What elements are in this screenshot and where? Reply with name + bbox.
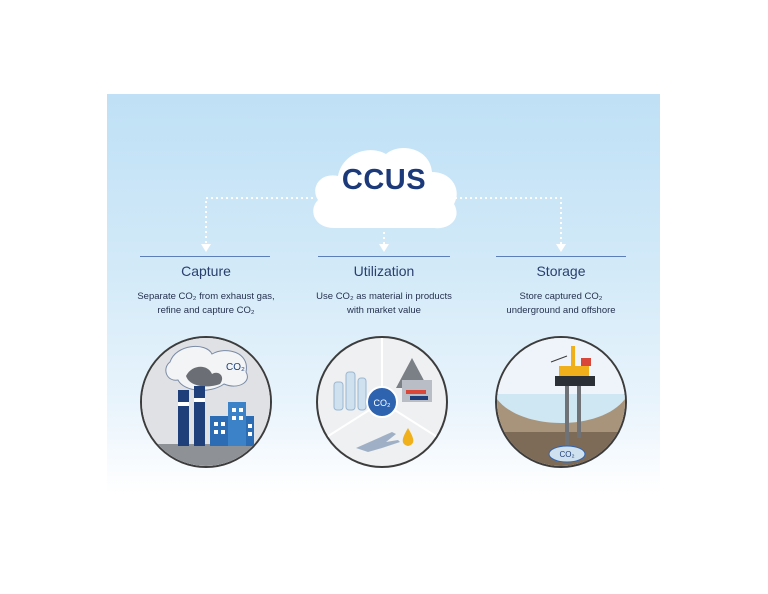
utilization-co2-label: CO₂	[374, 398, 392, 408]
storage-divider	[496, 256, 626, 257]
utilization-divider	[318, 256, 450, 257]
cloud-icon	[313, 148, 457, 229]
utilization-desc-line-1: Use CO₂ as material in products	[316, 291, 452, 302]
storage-co2-label: CO₂	[559, 450, 574, 459]
connector-capture	[205, 197, 313, 244]
bottles-icon	[333, 371, 367, 411]
capture-illustration: CO₂	[140, 336, 272, 468]
oil-drop-icon	[402, 428, 414, 446]
utilization-desc-line-2: with market value	[347, 305, 421, 316]
utilization-title: Utilization	[353, 263, 415, 279]
storage-title: Storage	[536, 263, 586, 279]
storage-illustration: CO₂	[495, 336, 627, 468]
arrowhead-capture	[201, 244, 211, 252]
utilization-illustration: CO₂	[316, 336, 448, 468]
capture-desc-line-2: refine and capture CO₂	[157, 305, 255, 316]
oil-platform-icon	[550, 346, 595, 452]
storage-description: Store captured CO₂ underground and offsh…	[476, 290, 646, 318]
connector-storage	[455, 197, 562, 244]
capture-description: Separate CO₂ from exhaust gas, refine an…	[121, 290, 291, 318]
storage-desc-line-2: underground and offshore	[506, 305, 616, 316]
capture-desc-line-1: Separate CO₂ from exhaust gas,	[137, 291, 275, 302]
storage-desc-line-1: Store captured CO₂	[519, 291, 603, 302]
factory-icon	[396, 358, 432, 402]
capture-co2-label: CO₂	[226, 362, 245, 373]
diagram-title: CCUS	[341, 164, 427, 196]
capture-divider	[140, 256, 270, 257]
airplane-icon	[356, 432, 400, 452]
utilization-description: Use CO₂ as material in products with mar…	[299, 290, 469, 318]
arrowhead-utilization	[379, 244, 389, 252]
arrowhead-storage	[556, 244, 566, 252]
capture-title: Capture	[181, 263, 231, 279]
